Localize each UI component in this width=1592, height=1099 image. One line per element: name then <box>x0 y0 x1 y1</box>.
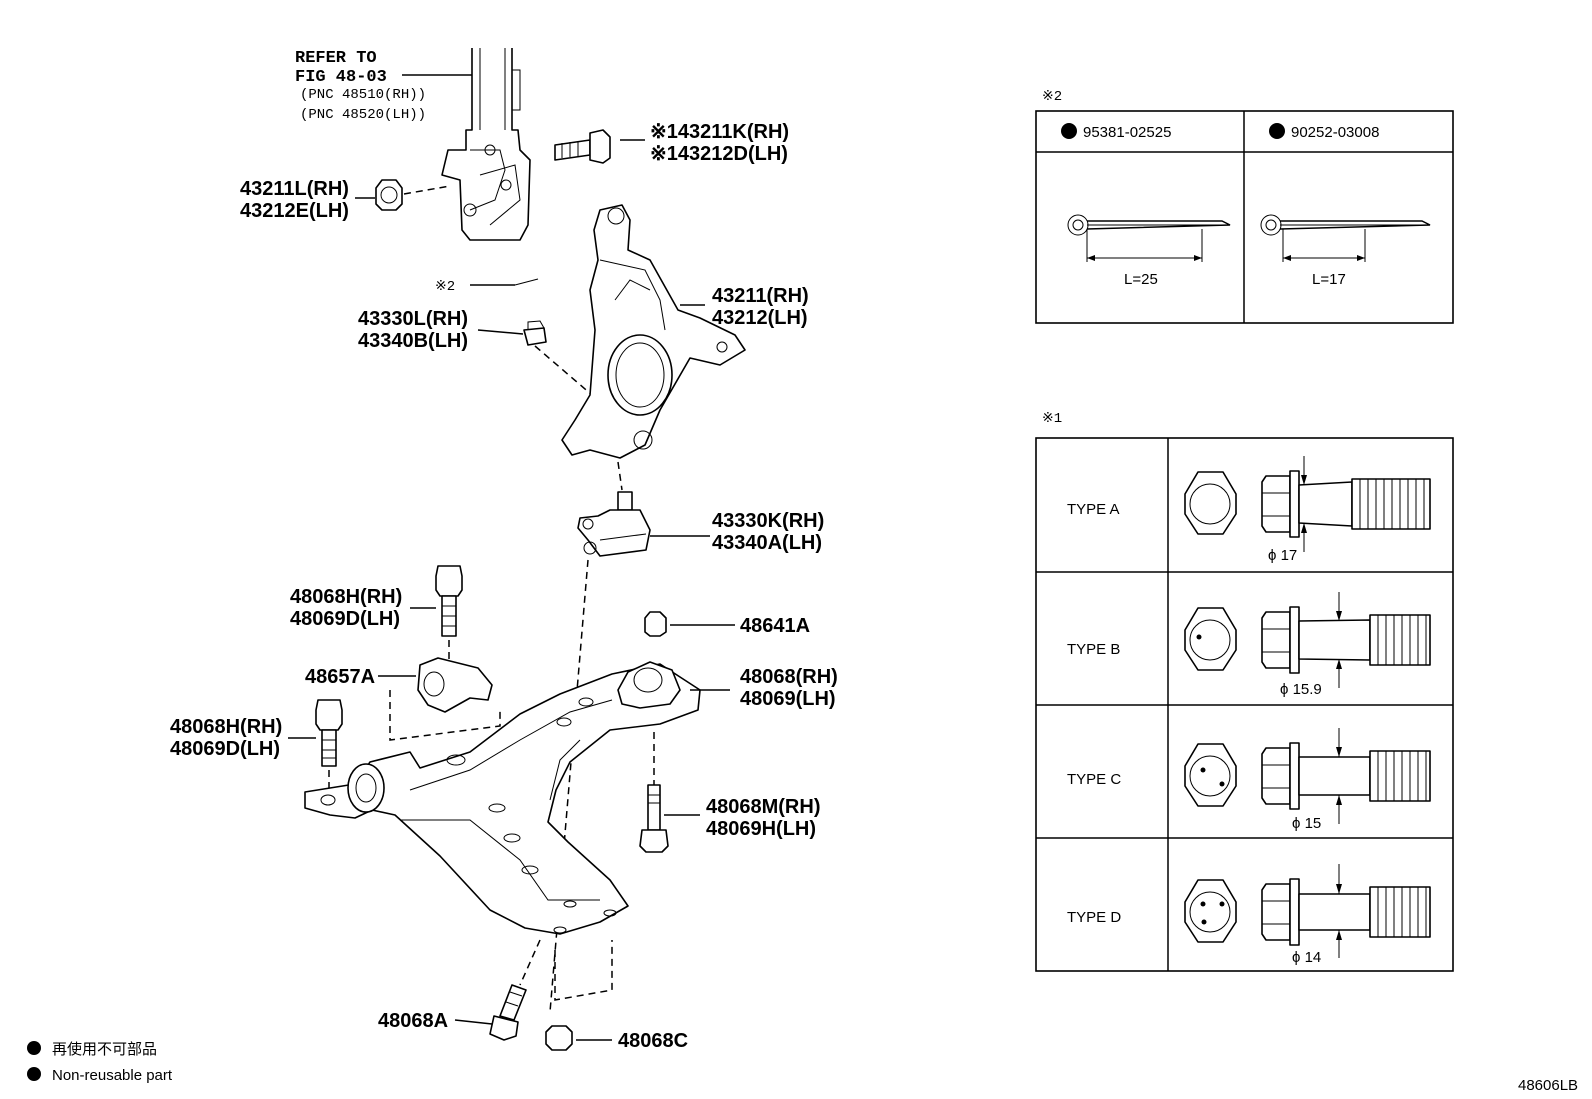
type-c-dia: ϕ 15 <box>1292 815 1321 832</box>
refer-note: REFER TO FIG 48-03 (PNC 48510(RH)) (PNC … <box>295 49 472 123</box>
ball-joint: 43330K(RH) 43340A(LH) <box>549 491 824 1013</box>
type-d-dia: ϕ 14 <box>1292 949 1321 966</box>
lower-control-arm: 48068(RH) 48069(LH) <box>304 661 838 935</box>
callout-bolt2-rh: 48068H(RH) <box>290 586 402 608</box>
bolt-48068a: 48068A <box>378 939 541 1041</box>
bolt-type-table: ※1 TYPE A ϕ 17 TYPE B <box>1035 411 1454 972</box>
callout-castle-rh: 43330L(RH) <box>358 308 468 330</box>
refer-line4: (PNC 48520(LH)) <box>300 107 426 123</box>
bolt-48068h-upper: 48068H(RH) 48069D(LH) <box>290 565 463 660</box>
bolt-type-b-icon <box>1184 592 1431 688</box>
callout-bolt2-lh: 48069D(LH) <box>290 608 400 630</box>
callout-nut-48641: 48641A <box>740 615 810 637</box>
bullet-icon <box>27 1041 41 1055</box>
strut-bolt: ※143211K(RH) ※143212D(LH) <box>554 121 789 165</box>
bullet-icon <box>1061 123 1077 139</box>
bullet-icon <box>1269 123 1285 139</box>
bolt-type-d-icon <box>1184 864 1431 958</box>
type-d-label: TYPE D <box>1067 909 1121 926</box>
callout-balljoint-lh: 43340A(LH) <box>712 532 822 554</box>
callout-pin: ※2 <box>435 279 455 295</box>
callout-knuckle-lh: 43212(LH) <box>712 307 808 329</box>
castle-nut: 43330L(RH) 43340B(LH) <box>358 308 593 396</box>
callout-bolt3-rh: 48068H(RH) <box>170 716 282 738</box>
bolt-table-mark: ※1 <box>1042 411 1062 427</box>
cotter-table-mark: ※2 <box>1042 89 1062 105</box>
nut-48068c: 48068C <box>545 940 688 1052</box>
legend-jp: 再使用不可部品 <box>52 1041 157 1058</box>
callout-castle-lh: 43340B(LH) <box>358 330 468 352</box>
type-a-dia: ϕ 17 <box>1268 547 1297 564</box>
bolt-type-a-icon <box>1184 456 1431 552</box>
type-b-label: TYPE B <box>1067 641 1120 658</box>
cotter-length-1: L=25 <box>1124 271 1158 288</box>
type-a-label: TYPE A <box>1067 501 1120 518</box>
callout-arm-rh: 48068(RH) <box>740 666 838 688</box>
bullet-icon <box>27 1067 41 1081</box>
type-c-label: TYPE C <box>1067 771 1121 788</box>
figure-code: 48606LB <box>1518 1077 1578 1094</box>
type-b-dia: ϕ 15.9 <box>1280 681 1322 698</box>
cotter-length-2: L=17 <box>1312 271 1346 288</box>
bolt-type-c-icon <box>1184 728 1431 824</box>
callout-knuckle-rh: 43211(RH) <box>712 285 809 307</box>
nut-48641a: 48641A <box>644 611 810 637</box>
callout-bolt-lh: ※143212D(LH) <box>650 143 788 165</box>
callout-nut-lh: 43212E(LH) <box>240 200 349 222</box>
callout-balljoint-rh: 43330K(RH) <box>712 510 824 532</box>
cotter-pin-icon <box>1260 214 1431 262</box>
strut-nut: 43211L(RH) 43212E(LH) <box>240 178 451 222</box>
callout-nut-48068c: 48068C <box>618 1030 688 1052</box>
cotter-part-1: 95381-02525 <box>1083 124 1171 141</box>
callout-bolt3-lh: 48069D(LH) <box>170 738 280 760</box>
refer-line1: REFER TO <box>295 49 377 68</box>
cotter-pin-ref: ※2 <box>435 278 539 295</box>
refer-line3: (PNC 48510(RH)) <box>300 87 426 103</box>
callout-bolt4-lh: 48069H(LH) <box>706 818 816 840</box>
legend: 再使用不可部品 Non-reusable part <box>27 1041 173 1084</box>
refer-line2: FIG 48-03 <box>295 68 387 87</box>
steering-knuckle: 43211(RH) 43212(LH) <box>561 204 809 491</box>
callout-bracket: 48657A <box>305 666 375 688</box>
callout-arm-lh: 48069(LH) <box>740 688 836 710</box>
cotter-pin-icon <box>1067 214 1231 262</box>
bracket-48657a: 48657A <box>305 657 501 741</box>
legend-en: Non-reusable part <box>52 1067 173 1084</box>
callout-bolt-48068a: 48068A <box>378 1010 448 1032</box>
callout-bolt4-rh: 48068M(RH) <box>706 796 820 818</box>
callout-nut-rh: 43211L(RH) <box>240 178 349 200</box>
strut-assembly <box>441 48 531 241</box>
callout-bolt-rh: ※143211K(RH) <box>650 121 789 143</box>
cotter-part-2: 90252-03008 <box>1291 124 1379 141</box>
bolt-48068h-lower: 48068H(RH) 48069D(LH) <box>170 699 343 800</box>
cotter-pin-table: ※2 95381-02525 90252-03008 L=25 <box>1035 89 1454 324</box>
bolt-48068m: 48068M(RH) 48069H(LH) <box>639 732 820 853</box>
